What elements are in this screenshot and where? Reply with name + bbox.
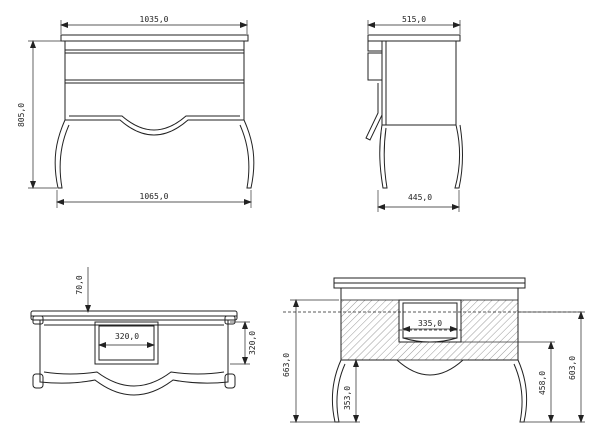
side-depth-bottom-label: 445,0	[408, 193, 432, 202]
section-opening-width-label: 335,0	[418, 319, 442, 328]
front-width-bottom-label: 1065,0	[140, 192, 169, 201]
plan-view: 70,0 320,0 320,0	[30, 267, 257, 396]
plan-drawer-width-label: 320,0	[115, 332, 139, 341]
front-width-top-label: 1035,0	[140, 15, 169, 24]
side-depth-top-label: 515,0	[402, 15, 426, 24]
side-view: 515,0 445,0	[365, 15, 463, 212]
plan-offset-label: 70,0	[75, 275, 84, 294]
section-drawer-top-label: 603,0	[568, 356, 577, 380]
front-height-label: 805,0	[17, 103, 26, 127]
section-drawer-bottom-label: 458,0	[538, 371, 547, 395]
plan-drawer-depth-label: 320,0	[248, 331, 257, 355]
section-leg-height-label: 353,0	[343, 386, 352, 410]
section-total-height-label: 663,0	[282, 353, 291, 377]
section-view: 335,0 663,0 353,0 458,0 603,0	[282, 277, 585, 423]
front-view: 1035,0 805,0 1065,0	[17, 15, 255, 208]
